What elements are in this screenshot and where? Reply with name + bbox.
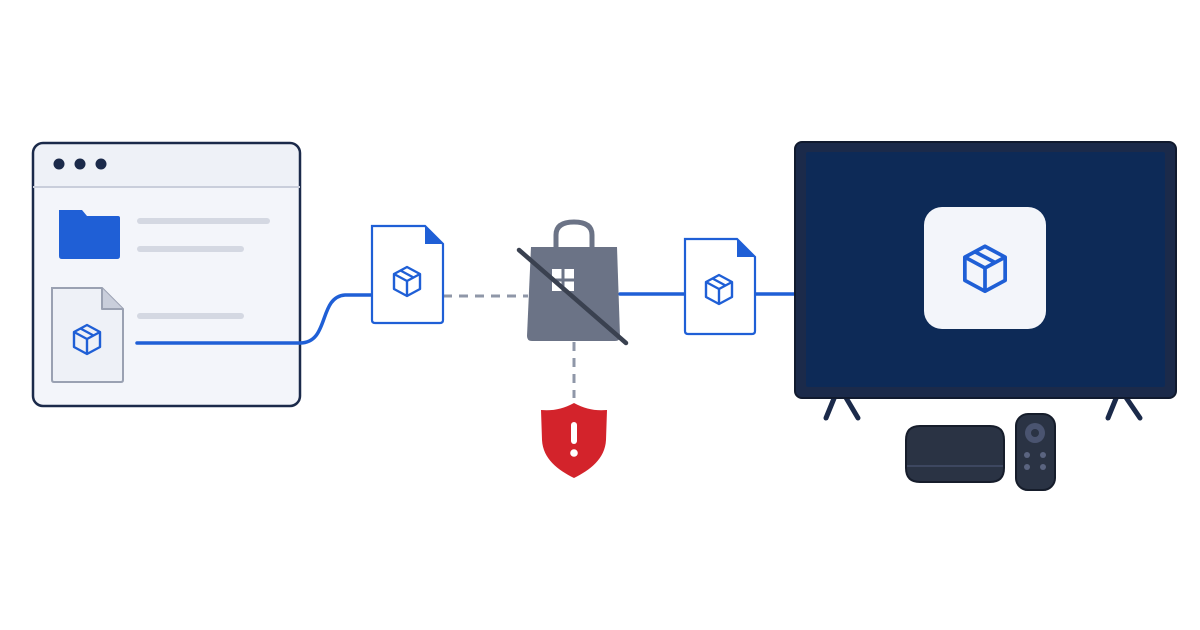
streaming-box-icon [905, 425, 1005, 483]
shield-alert-icon [541, 403, 607, 478]
file-text-lines [137, 313, 244, 319]
store-logo-icon [552, 269, 574, 291]
source-package-file[interactable] [51, 287, 124, 383]
folder-icon[interactable] [59, 210, 120, 259]
window-controls[interactable] [53, 158, 107, 170]
browser-window [31, 141, 302, 408]
tv [794, 141, 1177, 421]
remote-control-icon[interactable] [1015, 413, 1056, 491]
transfer-file-1[interactable] [370, 224, 445, 325]
tv-leg-right [1105, 393, 1143, 421]
folder-text-lines [137, 218, 270, 252]
tv-leg-left [823, 393, 861, 421]
transfer-file-2[interactable] [683, 237, 757, 336]
blocked-slash [516, 247, 629, 346]
installed-app-tile[interactable] [924, 207, 1046, 329]
connector-source-to-file [135, 293, 374, 345]
app-store-blocked[interactable] [516, 219, 629, 346]
